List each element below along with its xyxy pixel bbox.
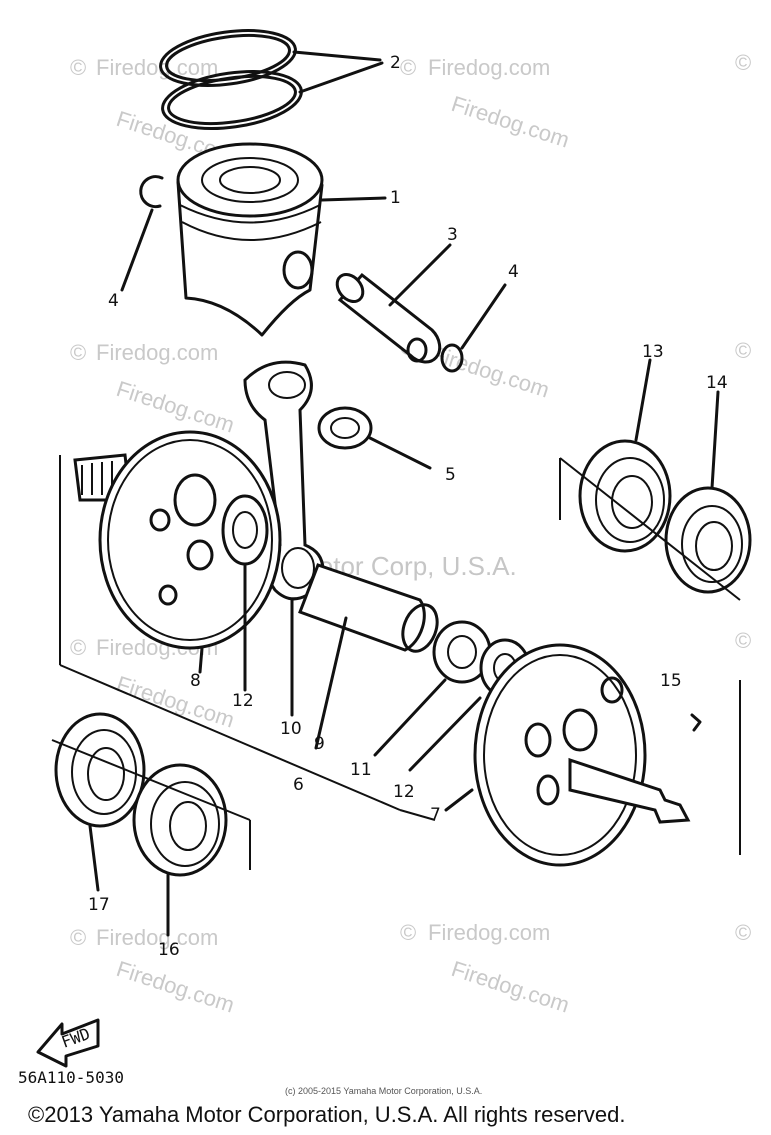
callout-13: 13 [642,342,664,362]
callout-15: 15 [660,671,682,691]
callout-16: 16 [158,940,180,960]
watermark-site: Firedog.com [448,956,572,1018]
watermark-symbol: © [70,635,86,660]
watermark-site: Firedog.com [428,920,550,945]
fwd-arrow: FWD [36,1018,100,1068]
watermark-symbol: © [70,340,86,365]
small-end-bearing [317,406,432,470]
assembly-bracket-lines [51,455,741,870]
callout-7: 7 [430,805,441,825]
watermark-symbol: © [70,925,86,950]
watermark-site: Firedog.com [113,956,237,1018]
callout-17: 17 [88,895,110,915]
bearing-13 [578,358,672,553]
callout-1: 1 [390,188,401,208]
watermark-site: Firedog.com [96,925,218,950]
watermark-symbol: © [735,920,751,945]
callout-6: 6 [293,775,304,795]
callout-4-right: 4 [508,262,519,282]
piston-rings [159,29,384,130]
callout-12-right: 12 [393,782,415,802]
callout-3: 3 [447,225,458,245]
bearing-16 [132,763,228,937]
fwd-label: FWD [59,1024,93,1052]
callout-8: 8 [190,671,201,691]
right-crank [444,643,702,867]
callout-14: 14 [706,373,728,393]
watermark-site: Firedog.com [113,376,237,438]
callout-labels: 2 1 3 4 4 13 14 5 8 12 10 9 6 11 12 7 15… [88,53,728,960]
watermark-symbol: © [735,50,751,75]
footer-copyright: ©2013 Yamaha Motor Corporation, U.S.A. A… [28,1102,625,1127]
watermark-symbol: © [735,628,751,653]
callout-11: 11 [350,760,372,780]
left-crank [73,430,282,692]
watermark-symbol: © [400,920,416,945]
callout-9: 9 [314,734,325,754]
watermark-site: Firedog.com [113,671,237,733]
diagram-code: 56A110-5030 [18,1068,124,1087]
watermark-site: Firedog.com [428,55,550,80]
piston-pin [335,243,507,373]
watermark-site: Firedog.com [96,55,218,80]
crank-pin [298,563,439,750]
watermark-symbol: © [70,55,86,80]
watermark-site: Firedog.com [428,341,552,403]
callout-5: 5 [445,465,456,485]
callout-12-left: 12 [232,691,254,711]
callout-4-left: 4 [108,291,119,311]
watermark-site: Firedog.com [448,91,572,153]
watermark-symbol: © [735,338,751,363]
callout-2: 2 [390,53,401,73]
oil-seal-14 [664,390,752,594]
piston [120,142,387,337]
watermark-symbol: © [400,55,416,80]
oil-seal-17 [54,712,146,892]
watermark-site: Firedog.com [96,340,218,365]
small-copyright: (c) 2005-2015 Yamaha Motor Corporation, … [285,1086,482,1096]
callout-10: 10 [280,719,302,739]
